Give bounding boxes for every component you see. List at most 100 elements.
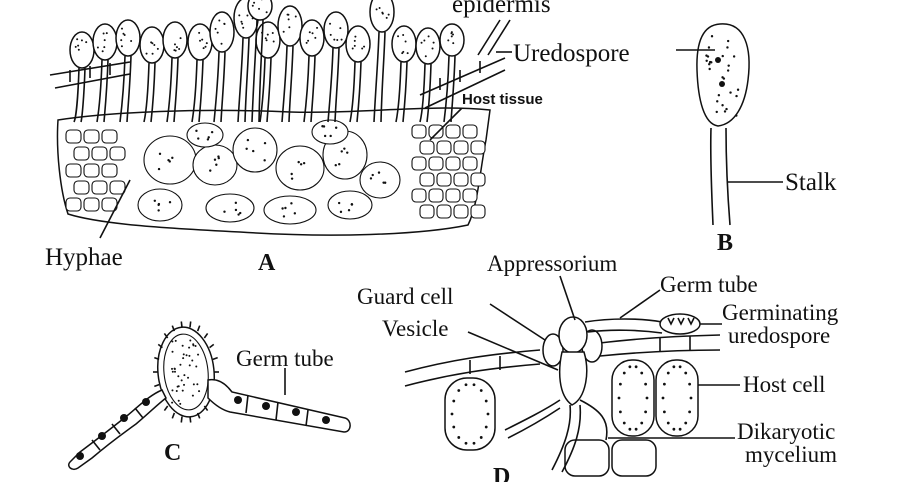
tissue-cell — [419, 172, 435, 187]
tissue-cell — [436, 140, 452, 155]
stalk-label: Stalk — [785, 169, 837, 196]
cell-granule — [684, 371, 688, 375]
tissue-cell — [445, 188, 461, 203]
spore-granule — [447, 39, 450, 42]
tissue-cell — [83, 197, 100, 212]
cell-granule — [246, 138, 250, 142]
spore-granule — [74, 45, 77, 48]
spore-granule — [404, 40, 407, 43]
spore-granule — [406, 52, 409, 55]
cell-granule — [297, 160, 300, 164]
cell-granule — [464, 441, 468, 445]
spore-granule — [179, 363, 182, 366]
uredospore-a — [299, 19, 325, 57]
spore-granule — [705, 59, 708, 62]
germinating-label-1: Germinating — [722, 300, 839, 325]
spore-granule — [729, 91, 732, 94]
cell-granule — [628, 427, 632, 431]
spore-spine — [196, 325, 201, 332]
spore-granule — [311, 32, 314, 35]
cell-granule — [634, 365, 638, 369]
tissue-cell — [411, 156, 427, 171]
spore-spine — [171, 412, 176, 419]
tissue-cell — [436, 204, 452, 219]
spore-stalk — [259, 57, 272, 123]
spore-granule — [707, 46, 711, 49]
appressorium-label: Appressorium — [487, 251, 617, 276]
uredospore-b-body — [696, 23, 750, 127]
tissue-cell — [419, 140, 435, 155]
uredospore-a — [139, 26, 165, 64]
spore-granule — [198, 390, 201, 393]
spore-stalk — [191, 59, 204, 123]
spore-stalk — [303, 55, 316, 123]
uredospore-a — [115, 19, 141, 57]
spore-granule — [708, 67, 711, 71]
host-tissue-pointer — [429, 107, 463, 141]
cell-granule — [618, 382, 622, 386]
spore-granule — [708, 61, 712, 64]
spore-granule — [258, 7, 261, 10]
spore-granule — [241, 22, 244, 25]
cell-granule — [644, 410, 648, 414]
uredospore-a — [415, 27, 441, 65]
cell-granule — [634, 427, 638, 431]
cell-granule — [666, 371, 670, 375]
spore-spine — [203, 332, 209, 339]
host-cell — [232, 127, 278, 173]
tissue-cell — [445, 156, 461, 171]
cell-granule — [282, 215, 286, 218]
spore-granule — [76, 38, 79, 41]
cell-granule — [158, 152, 162, 156]
cell-granule — [215, 163, 218, 166]
uredospore-a — [69, 31, 95, 69]
spore-granule — [179, 402, 182, 405]
panel-c-label: C — [164, 440, 181, 466]
cell-granule — [662, 382, 666, 386]
panel-d-label: D — [493, 464, 510, 482]
host-cell — [192, 144, 238, 186]
cell-granule — [479, 389, 483, 392]
spore-granule — [272, 40, 275, 43]
uredospore-a — [369, 0, 395, 33]
cell-granule — [484, 399, 488, 403]
spore-stalk — [251, 19, 264, 123]
spore-granule — [85, 41, 88, 44]
spore-granule — [305, 41, 308, 44]
cell-granule — [197, 137, 200, 140]
spore-granule — [178, 47, 181, 50]
spore-granule — [361, 47, 364, 50]
cell-granule — [371, 173, 374, 177]
cell-granule — [479, 436, 483, 439]
cell-granule — [281, 207, 284, 210]
spore-granule — [183, 383, 186, 386]
spore-granule — [710, 35, 714, 38]
spore-granule — [101, 50, 104, 53]
germ-tube-d-label: Germ tube — [660, 272, 758, 297]
cell-granule — [450, 412, 454, 416]
cell-granule — [472, 383, 476, 387]
cell-granule — [323, 134, 327, 138]
tissue-cell — [73, 146, 90, 161]
cell-granule — [689, 396, 693, 400]
tissue-cell — [428, 188, 444, 203]
spore-granule — [201, 38, 204, 41]
cell-granule — [347, 209, 351, 212]
cell-granule — [622, 371, 626, 375]
tissue-cell — [436, 172, 452, 187]
germ-tube-c-label: Germ tube — [236, 346, 334, 371]
spore-granule — [308, 31, 311, 34]
spore-granule — [80, 39, 83, 42]
cell-granule — [457, 436, 461, 439]
spore-stalk — [73, 67, 86, 123]
spore-granule — [307, 39, 310, 42]
cell-granule — [343, 147, 346, 150]
spore-granule — [145, 52, 148, 55]
spore-granule — [378, 7, 381, 10]
spore-spine — [180, 321, 183, 328]
spore-granule — [102, 32, 105, 35]
tissue-cell — [83, 163, 100, 178]
cell-granule — [678, 365, 682, 369]
cell-granule — [377, 171, 381, 174]
